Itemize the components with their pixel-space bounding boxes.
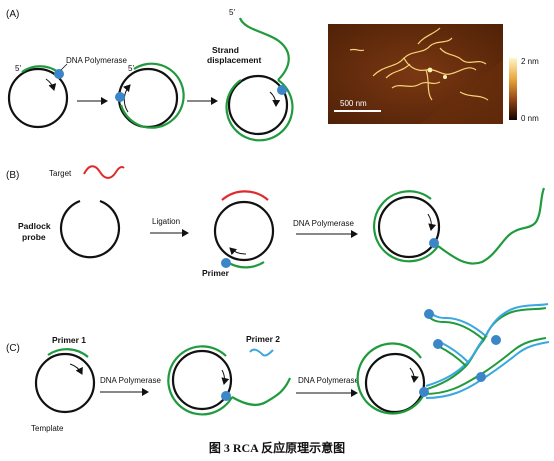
afm-bright-spot xyxy=(443,75,447,79)
primer-strand xyxy=(21,65,59,73)
strand-displacement-label: displacement xyxy=(207,55,261,65)
polymerase-icon xyxy=(491,335,501,345)
polymerase-icon xyxy=(476,372,486,382)
primer-strand xyxy=(47,348,89,358)
dna-polymerase-label: DNA Polymerase xyxy=(293,219,354,228)
padlock-label: Padlock xyxy=(18,221,51,231)
displaced-strand xyxy=(238,17,290,81)
primer-strand xyxy=(228,261,265,269)
panel-a-circle-3 xyxy=(225,17,294,142)
polymerase-icon xyxy=(221,391,231,401)
afm-image: 500 nm xyxy=(328,24,503,124)
primer-label: Primer xyxy=(202,268,230,278)
panel-c-circle-1 xyxy=(34,348,96,414)
panel-a-circle-2 xyxy=(115,62,185,129)
target-label: Target xyxy=(49,169,72,178)
scalebar-label: 500 nm xyxy=(340,99,367,108)
padlock-label: probe xyxy=(22,232,46,242)
polymerase-icon xyxy=(429,238,439,248)
direction-arrow xyxy=(409,367,419,383)
direction-arrow xyxy=(123,84,131,113)
panel-c-label: (C) xyxy=(6,343,20,354)
afm-colorbar xyxy=(509,58,517,120)
displaced-strand xyxy=(437,187,546,265)
template-circle xyxy=(227,74,289,136)
five-prime-label: 5' xyxy=(15,64,21,73)
template-label: Template xyxy=(31,424,64,433)
pointer-line xyxy=(60,63,68,71)
direction-arrow xyxy=(69,363,83,375)
product-strand xyxy=(356,342,425,415)
figure-caption: 图 3 RCA 反应原理示意图 xyxy=(209,440,345,455)
primer2-label: Primer 2 xyxy=(246,334,280,344)
product-strand xyxy=(119,62,185,129)
displaced-strand xyxy=(231,377,292,406)
template-circle xyxy=(7,67,69,129)
padlock-probe xyxy=(59,199,121,259)
panel-c-circle-2 xyxy=(167,345,292,416)
template-circle xyxy=(213,200,275,262)
polymerase-icon xyxy=(115,92,125,102)
direction-arrow xyxy=(229,247,247,256)
polymerase-icon xyxy=(277,85,287,95)
panel-c-hyperbranched-product xyxy=(356,303,550,415)
five-prime-label: 5' xyxy=(128,64,134,73)
panel-b-circle xyxy=(213,190,275,269)
panel-b-label: (B) xyxy=(6,170,19,181)
primer1-label: Primer 1 xyxy=(52,335,86,345)
ligation-label: Ligation xyxy=(152,217,180,226)
dna-polymerase-label: DNA Polymerase xyxy=(66,56,127,65)
product-strand xyxy=(167,345,233,416)
direction-arrow xyxy=(45,78,57,91)
template-circle xyxy=(364,352,426,414)
target-strand xyxy=(83,165,125,179)
direction-arrow xyxy=(269,91,281,107)
direction-arrow xyxy=(427,213,437,231)
template-circle xyxy=(171,349,233,411)
five-prime-label: 5' xyxy=(229,8,235,17)
afm-dna-strands xyxy=(349,27,489,101)
product-strand xyxy=(225,79,294,142)
polymerase-icon xyxy=(221,258,231,268)
panel-a-circle-1 xyxy=(7,65,69,129)
polymerase-icon xyxy=(54,69,64,79)
afm-terrace xyxy=(420,60,503,124)
product-strand xyxy=(373,190,439,263)
colorbar-min-label: 0 nm xyxy=(521,114,539,123)
template-circle xyxy=(34,352,96,414)
afm-bright-spot xyxy=(427,67,433,73)
panel-b-product-circle xyxy=(373,187,546,265)
direction-arrow xyxy=(221,369,230,385)
panel-a-label: (A) xyxy=(6,9,19,20)
polymerase-icon xyxy=(419,387,429,397)
polymerase-icon xyxy=(424,309,434,319)
colorbar-max-label: 2 nm xyxy=(521,57,539,66)
dna-polymerase-label: DNA Polymerase xyxy=(298,376,359,385)
branched-strands xyxy=(423,303,550,399)
strand-displacement-label: Strand xyxy=(212,45,239,55)
template-circle xyxy=(377,195,441,259)
target-bound-strand xyxy=(221,190,269,201)
polymerase-icon xyxy=(433,339,443,349)
dna-polymerase-label: DNA Polymerase xyxy=(100,376,161,385)
primer2-strand xyxy=(249,348,274,357)
